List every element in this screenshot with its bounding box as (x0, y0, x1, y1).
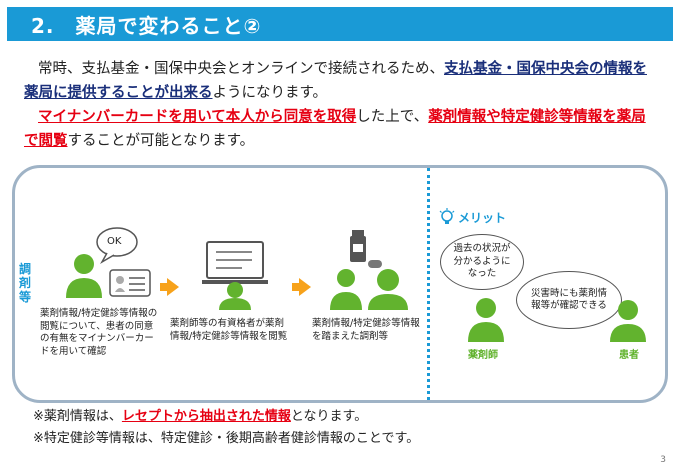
ok-label: OK (107, 236, 122, 247)
patient-speech-text: 災害時にも薬剤情報等が確認できる (530, 287, 607, 312)
pharmacist-computer-icon (202, 241, 268, 310)
role-pharmacist: 薬剤師 (468, 350, 498, 361)
lead-p1-pre: 常時、支払基金・国保中央会とオンラインで接続されるため、 (38, 61, 444, 77)
footnote-2: ※特定健診等情報は、特定健診・後期高齢者健診情報のことです。 (33, 431, 420, 446)
lead-p2-post: することが可能となります。 (67, 133, 255, 149)
arrow-1-stem (160, 283, 168, 291)
lead-p1-emphasis: 支払基金・国保中央会の情報を薬局に提供することが出来る (24, 61, 647, 101)
lead-p2-mid: した上で、 (356, 109, 429, 125)
pharmacist-with-card-icon (66, 227, 151, 298)
role-patient: 患者 (619, 350, 639, 361)
footnote-1-post: となります。 (290, 409, 368, 424)
pharmacist-speech-text: 過去の状況が分かるようになった (453, 243, 511, 280)
diagram-panel (12, 165, 668, 403)
pharmacist-speech-bubble: 過去の状況が分かるようになった (440, 234, 524, 290)
slide-title-bar: 2. 薬局で変わること② (7, 7, 673, 41)
arrow-1 (167, 278, 179, 296)
footnote-1-pre: ※薬剤情報は、 (33, 409, 122, 424)
footnotes: ※薬剤情報は、レセプトから抽出された情報となります。 ※特定健診等情報は、特定健… (33, 406, 419, 450)
merit-title: メリット (458, 210, 507, 225)
lead-p2-emphasis-1: マイナンバーカードを用いて本人から同意を取得 (38, 109, 357, 125)
slide-title: 2. 薬局で変わること② (31, 13, 262, 38)
side-label: 調剤等 (18, 262, 31, 304)
footnote-1-emphasis: レセプトから抽出された情報 (121, 409, 291, 424)
merit-heading: メリット (438, 208, 506, 226)
step3-caption: 薬剤情報/特定健診等情報を踏まえた調剤等 (312, 318, 420, 342)
footnote-1: ※薬剤情報は、レセプトから抽出された情報となります。 (33, 406, 419, 428)
lead-p1-post: ようになります。 (212, 85, 328, 101)
arrow-2 (299, 278, 311, 296)
patient-icon (610, 300, 646, 342)
arrow-2-stem (292, 283, 300, 291)
lead-p2-emphasis-2: 薬剤情報や特定健診等情報を薬局で閲覧 (24, 109, 646, 149)
step2-caption: 薬剤師等の有資格者が薬剤情報/特定健診等情報を閲覧 (170, 318, 288, 342)
lead-text: 常時、支払基金・国保中央会とオンラインで接続されるため、支払基金・国保中央会の情… (24, 57, 654, 153)
step1-caption: 薬剤情報/特定健診等情報の閲覧について、患者の同意の有無をマイナンバーカードを用… (40, 308, 158, 357)
lightbulb-icon (439, 208, 455, 224)
patient-speech-bubble: 災害時にも薬剤情報等が確認できる (516, 271, 622, 329)
page-number: 3 (660, 455, 666, 465)
lead-paragraph-2: マイナンバーカードを用いて本人から同意を取得した上で、薬剤情報や特定健診等情報を… (24, 105, 654, 153)
panel-divider (427, 168, 430, 400)
lead-paragraph-1: 常時、支払基金・国保中央会とオンラインで接続されるため、支払基金・国保中央会の情… (24, 57, 654, 105)
pharmacist-icon (468, 298, 504, 342)
pharmacist-patient-medicine-icon (330, 230, 408, 310)
